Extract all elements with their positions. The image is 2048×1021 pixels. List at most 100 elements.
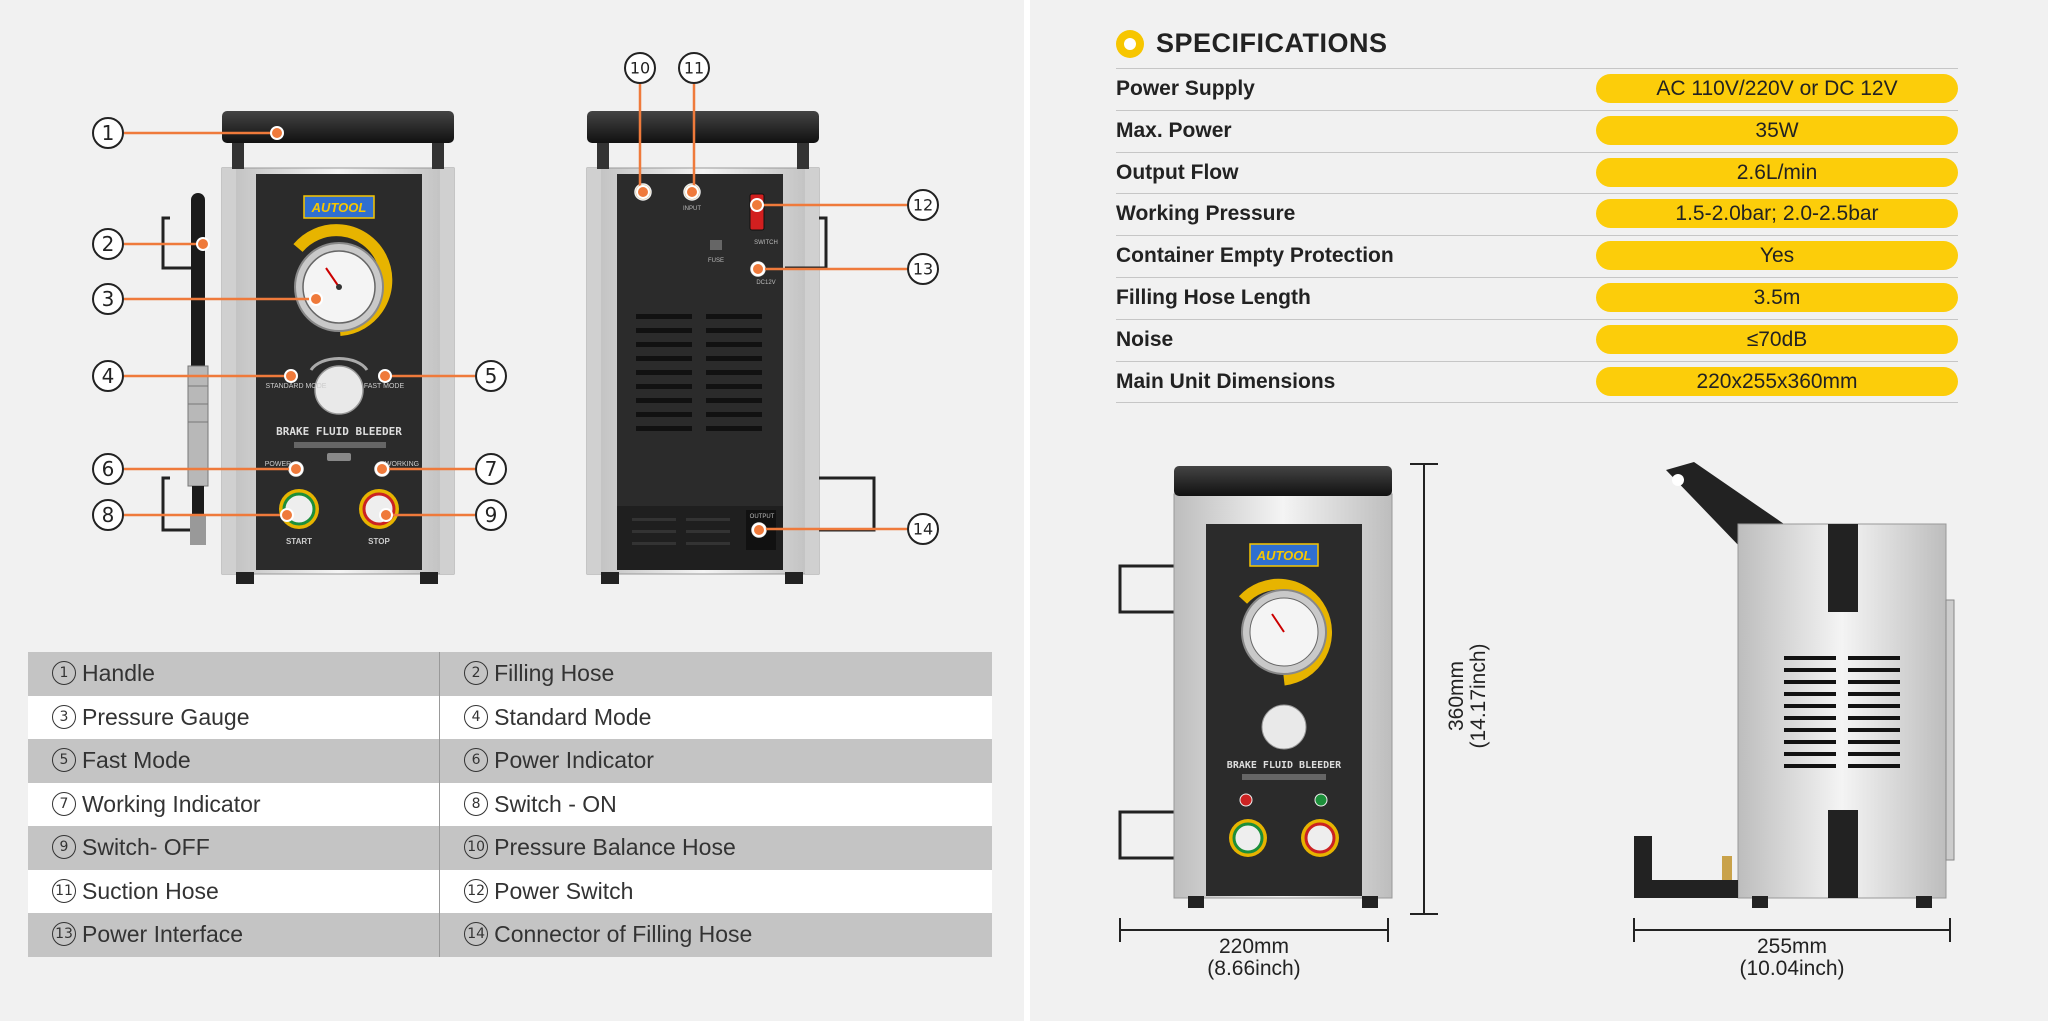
brand-text: AUTOOL	[311, 200, 367, 215]
spec-label: Power Supply	[1116, 77, 1255, 100]
dim-front-bracket-lower	[1118, 810, 1174, 860]
back-lower-vents	[632, 518, 730, 545]
output-text: OUTPUT	[750, 514, 775, 520]
depth-dimension-label: 255mm (10.04inch)	[1696, 936, 1888, 980]
callouts: 1 2 3 4 5 6 7 8 9 10	[92, 52, 939, 545]
product-subtext-bar	[294, 442, 386, 448]
legend-label: Handle	[82, 660, 155, 687]
dim-power-indicator	[1239, 793, 1253, 807]
spec-label: Noise	[1116, 327, 1174, 351]
side-bracket-hole-1	[1672, 474, 1684, 486]
spec-value-pill: 35W	[1596, 115, 1958, 145]
callout-dot-12	[750, 198, 764, 212]
spec-value-pill: 1.5-2.0bar; 2.0-2.5bar	[1596, 199, 1958, 229]
back-rib-left	[587, 168, 601, 574]
front-body-rib-left	[222, 168, 236, 574]
mode-knob[interactable]	[314, 365, 364, 415]
gauge-pivot	[336, 284, 342, 290]
side-vents	[1784, 656, 1900, 768]
front-bracket-lower	[161, 476, 205, 532]
callout-dot-10	[636, 185, 650, 199]
legend-label: Standard Mode	[494, 703, 652, 730]
back-vents	[636, 314, 762, 431]
fast-mode-text: FAST MODE	[364, 383, 405, 390]
panel-divider	[1024, 0, 1030, 1021]
callout-dot-9	[379, 508, 393, 522]
back-handle	[587, 111, 819, 143]
callout-9	[475, 499, 507, 531]
callout-dot-7	[375, 462, 389, 476]
legend-number: 14	[464, 922, 489, 947]
mode-arc	[309, 356, 369, 371]
dim-stop-button	[1304, 822, 1336, 854]
legend-label: Switch- OFF	[82, 834, 210, 861]
callout-4-number: 4	[102, 364, 115, 388]
input-text: INPUT	[683, 206, 701, 212]
legend-label: Power Interface	[82, 921, 244, 948]
legend-number: 13	[52, 922, 76, 947]
model-badge	[327, 453, 351, 461]
front-foot-left	[236, 572, 254, 584]
spec-row: Noise≤70dB	[1116, 318, 1958, 361]
callout-dot-1	[270, 126, 284, 140]
callout-1-number: 1	[102, 121, 115, 145]
spec-label: Filling Hose Length	[1116, 285, 1311, 309]
legend-number: 2	[464, 661, 489, 686]
callout-1	[92, 117, 124, 149]
callout-14	[907, 513, 939, 545]
callout-3	[92, 283, 124, 315]
callout-9-number: 9	[485, 503, 498, 527]
callout-3-number: 3	[102, 287, 115, 311]
legend-label: Filling Hose	[494, 660, 615, 687]
callout-10-number: 10	[630, 59, 650, 78]
legend-number: 4	[464, 704, 489, 729]
side-connector	[1722, 856, 1732, 880]
legend-number: 8	[464, 791, 489, 816]
width-inch: (8.66inch)	[1207, 957, 1301, 980]
side-rear-rail	[1945, 599, 1955, 861]
back-rib-right	[805, 168, 819, 574]
callout-11-number: 11	[684, 59, 704, 78]
back-foot-left	[601, 572, 619, 584]
spec-value-pill: Yes	[1596, 241, 1958, 271]
callout-7-number: 7	[485, 457, 498, 481]
dim-gauge-needle	[1271, 613, 1285, 633]
dim-brand-text: AUTOOL	[1256, 548, 1312, 563]
dim-front-bracket-upper	[1118, 564, 1174, 614]
depth-mm: 255mm	[1756, 935, 1828, 958]
callout-6	[92, 453, 124, 485]
back-handle-post-right	[797, 143, 809, 169]
legend-number: 5	[52, 748, 76, 773]
switch-text: SWITCH	[754, 240, 778, 246]
front-handle-post-left	[232, 143, 244, 169]
legend-label: Pressure Gauge	[82, 703, 250, 730]
hose-nozzle	[190, 515, 206, 545]
callout-12-number: 12	[913, 196, 933, 215]
width-mm: 220mm	[1218, 935, 1290, 958]
legend-number: 9	[52, 835, 76, 860]
back-foot-right	[785, 572, 803, 584]
callout-2-number: 2	[102, 232, 115, 256]
dim-front-foot-left	[1188, 896, 1204, 908]
callout-14-number: 14	[913, 520, 933, 539]
spec-bullet-icon	[1116, 29, 1144, 58]
legend-label: Power Switch	[494, 877, 634, 904]
stop-text: STOP	[368, 537, 390, 546]
callout-dot-14	[752, 523, 766, 537]
dimension-front-view: AUTOOL BRAKE FLUID BLEEDER	[1118, 463, 1438, 942]
depth-inch: (10.04inch)	[1739, 957, 1845, 980]
height-mm: 360mm	[1445, 660, 1468, 732]
start-text: START	[286, 537, 312, 546]
